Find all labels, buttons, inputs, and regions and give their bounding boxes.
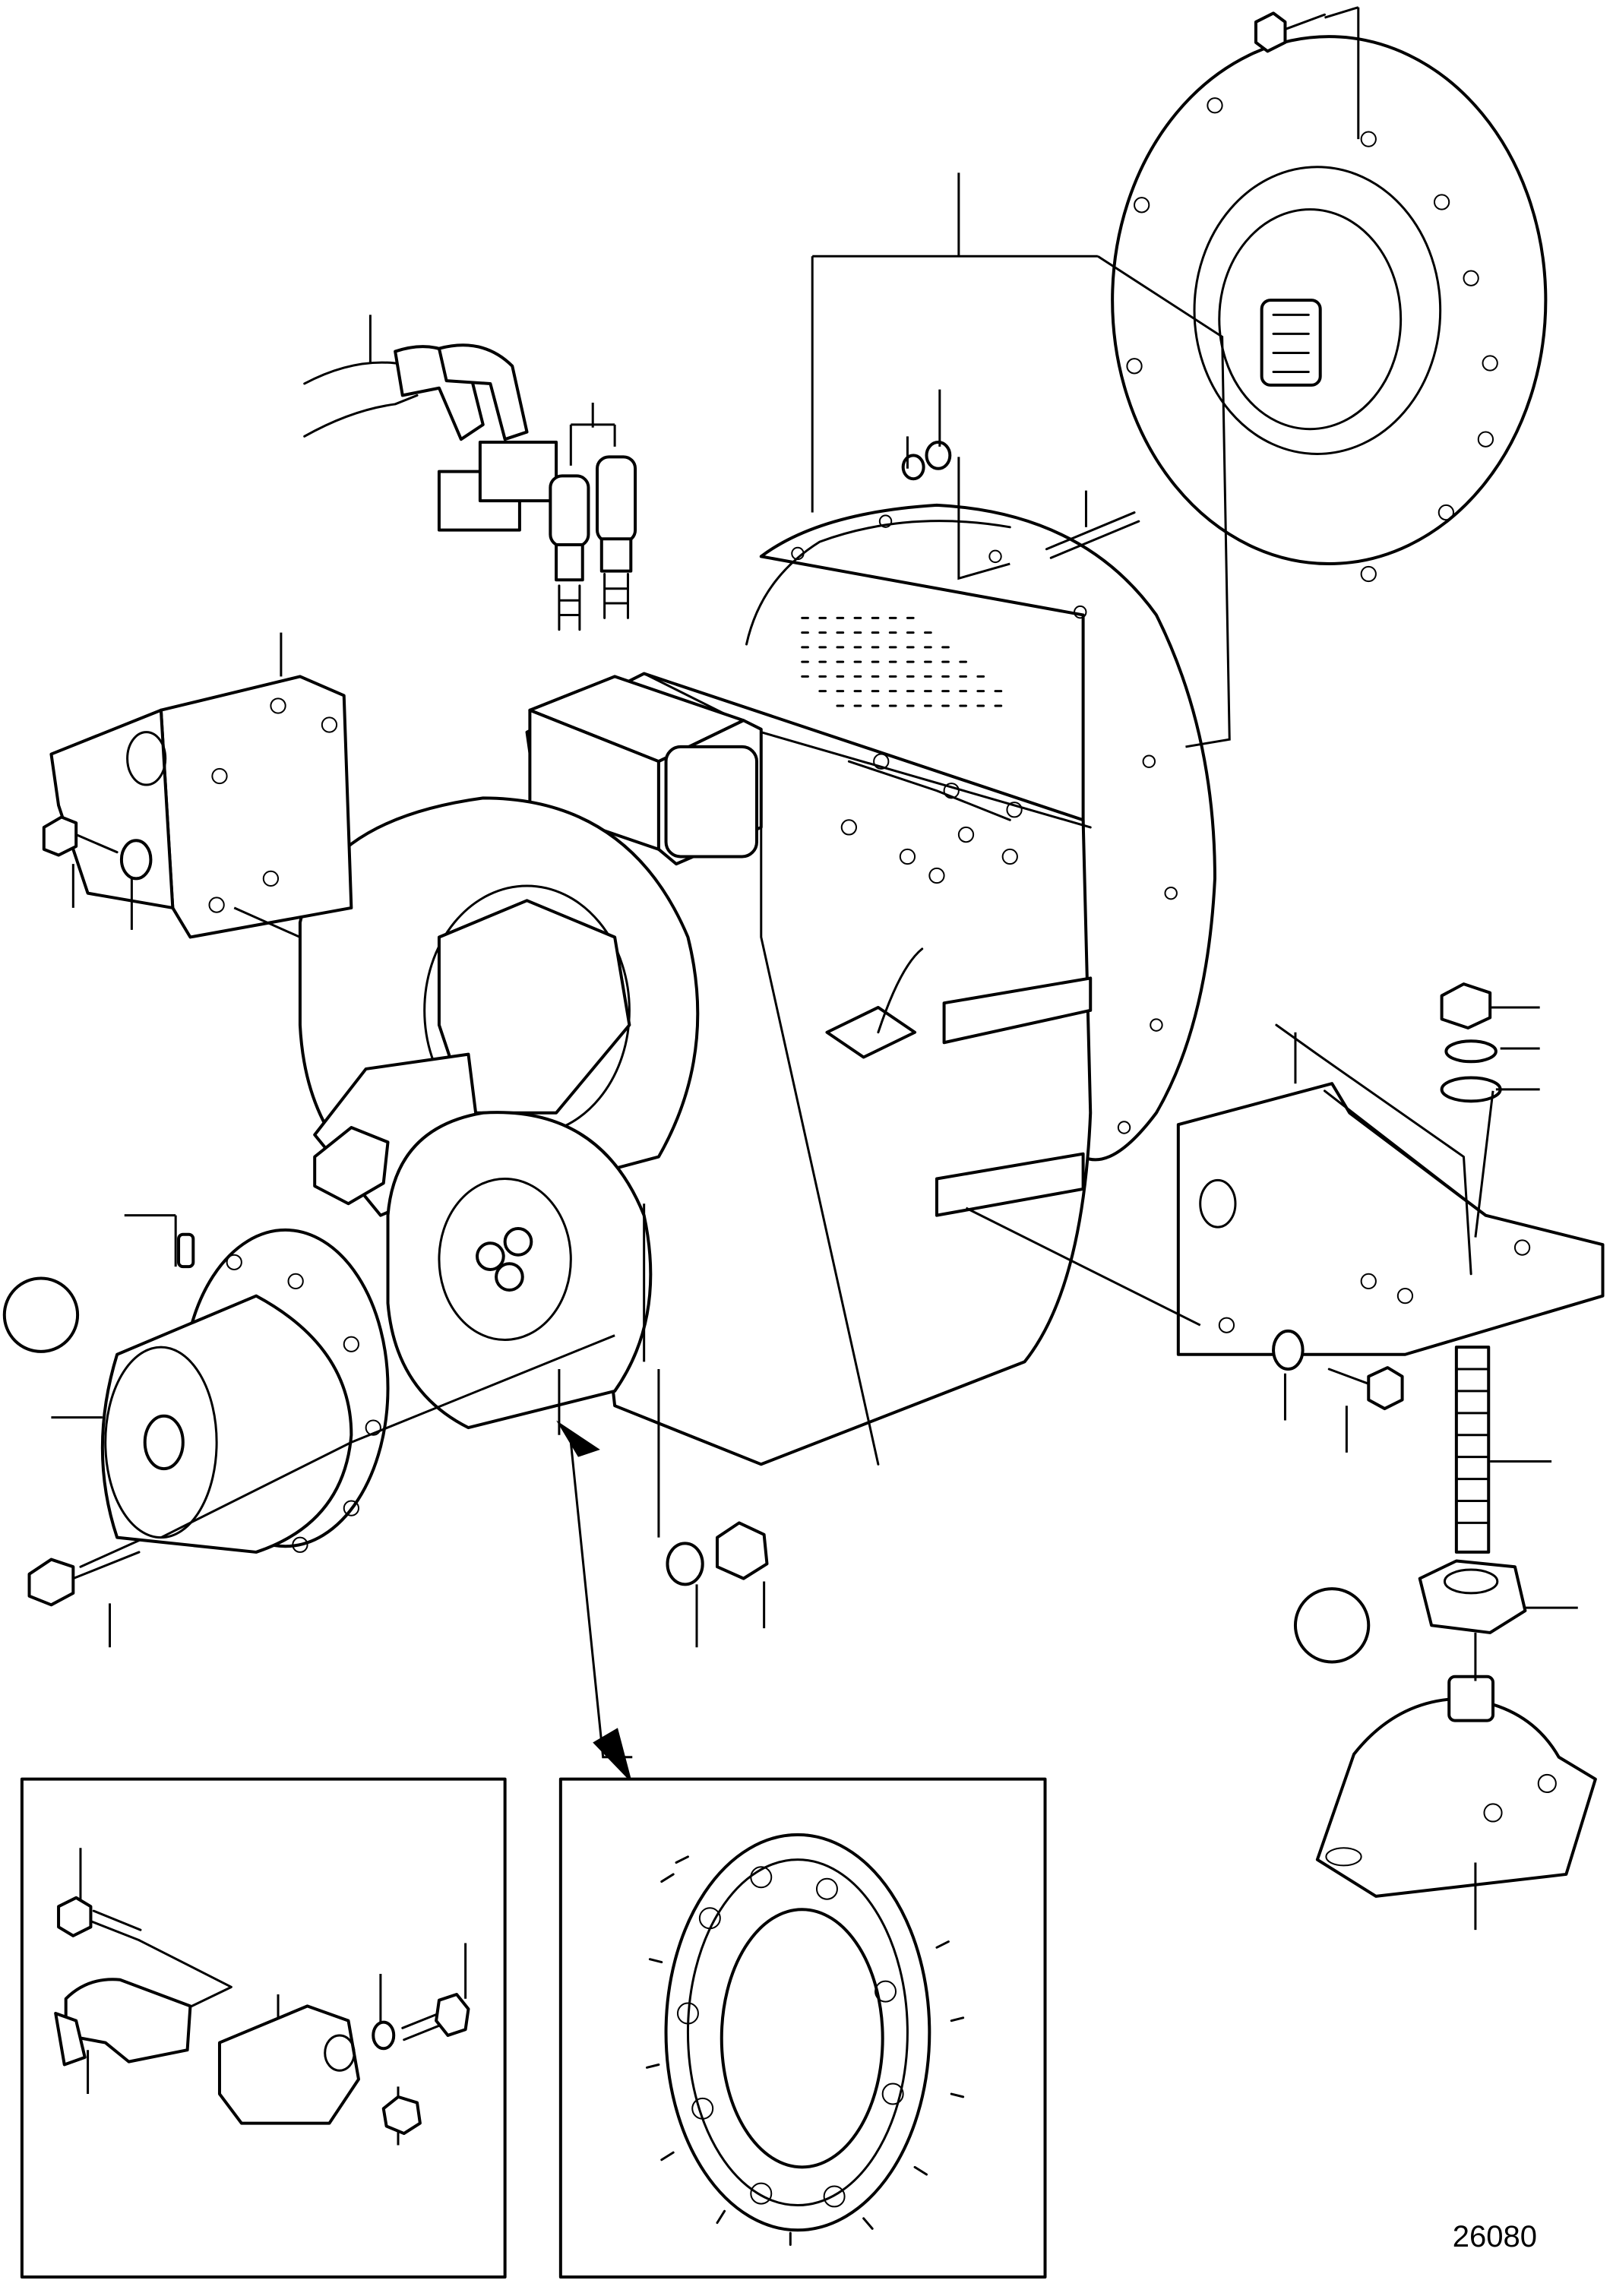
reference-circle-left — [5, 1279, 77, 1352]
callout-leaders — [51, 8, 1577, 1931]
reference-circle-right — [1295, 1589, 1368, 1662]
output-flange-housing — [388, 1112, 651, 1428]
stud-nut — [1420, 1561, 1526, 1632]
coupling-flange — [103, 1230, 388, 1552]
gearbox-main-body — [527, 674, 1091, 1465]
gearbox-bell-housing — [747, 505, 1215, 1160]
pressure-sensor-2 — [597, 457, 635, 618]
flywheel-plate — [1112, 36, 1545, 581]
plug-fitting — [903, 442, 950, 479]
wiring-harness — [305, 345, 556, 530]
right-mount-bracket — [1178, 1025, 1603, 1355]
adjusting-nut-stack — [1442, 984, 1501, 1101]
flexible-mount — [1317, 1677, 1596, 1896]
lower-nut-washer — [667, 1523, 767, 1584]
pin — [179, 1235, 193, 1267]
bracket-bolt-right — [1273, 1331, 1403, 1409]
stud — [1046, 513, 1138, 558]
flywheel-bolt — [1256, 13, 1325, 51]
bracket-bolt-left — [44, 817, 151, 878]
vent-grille — [802, 618, 1001, 706]
drawing-number: 26080 — [1452, 2220, 1537, 2253]
left-mount-bracket — [51, 676, 351, 937]
control-valve-block — [530, 676, 761, 864]
pressure-sensor-1 — [550, 476, 588, 629]
threaded-stud — [1456, 1347, 1488, 1552]
flange-bolt — [30, 1541, 139, 1605]
inset-toothed-ring — [561, 1779, 1045, 2277]
inset-speed-sensor — [22, 1779, 505, 2277]
